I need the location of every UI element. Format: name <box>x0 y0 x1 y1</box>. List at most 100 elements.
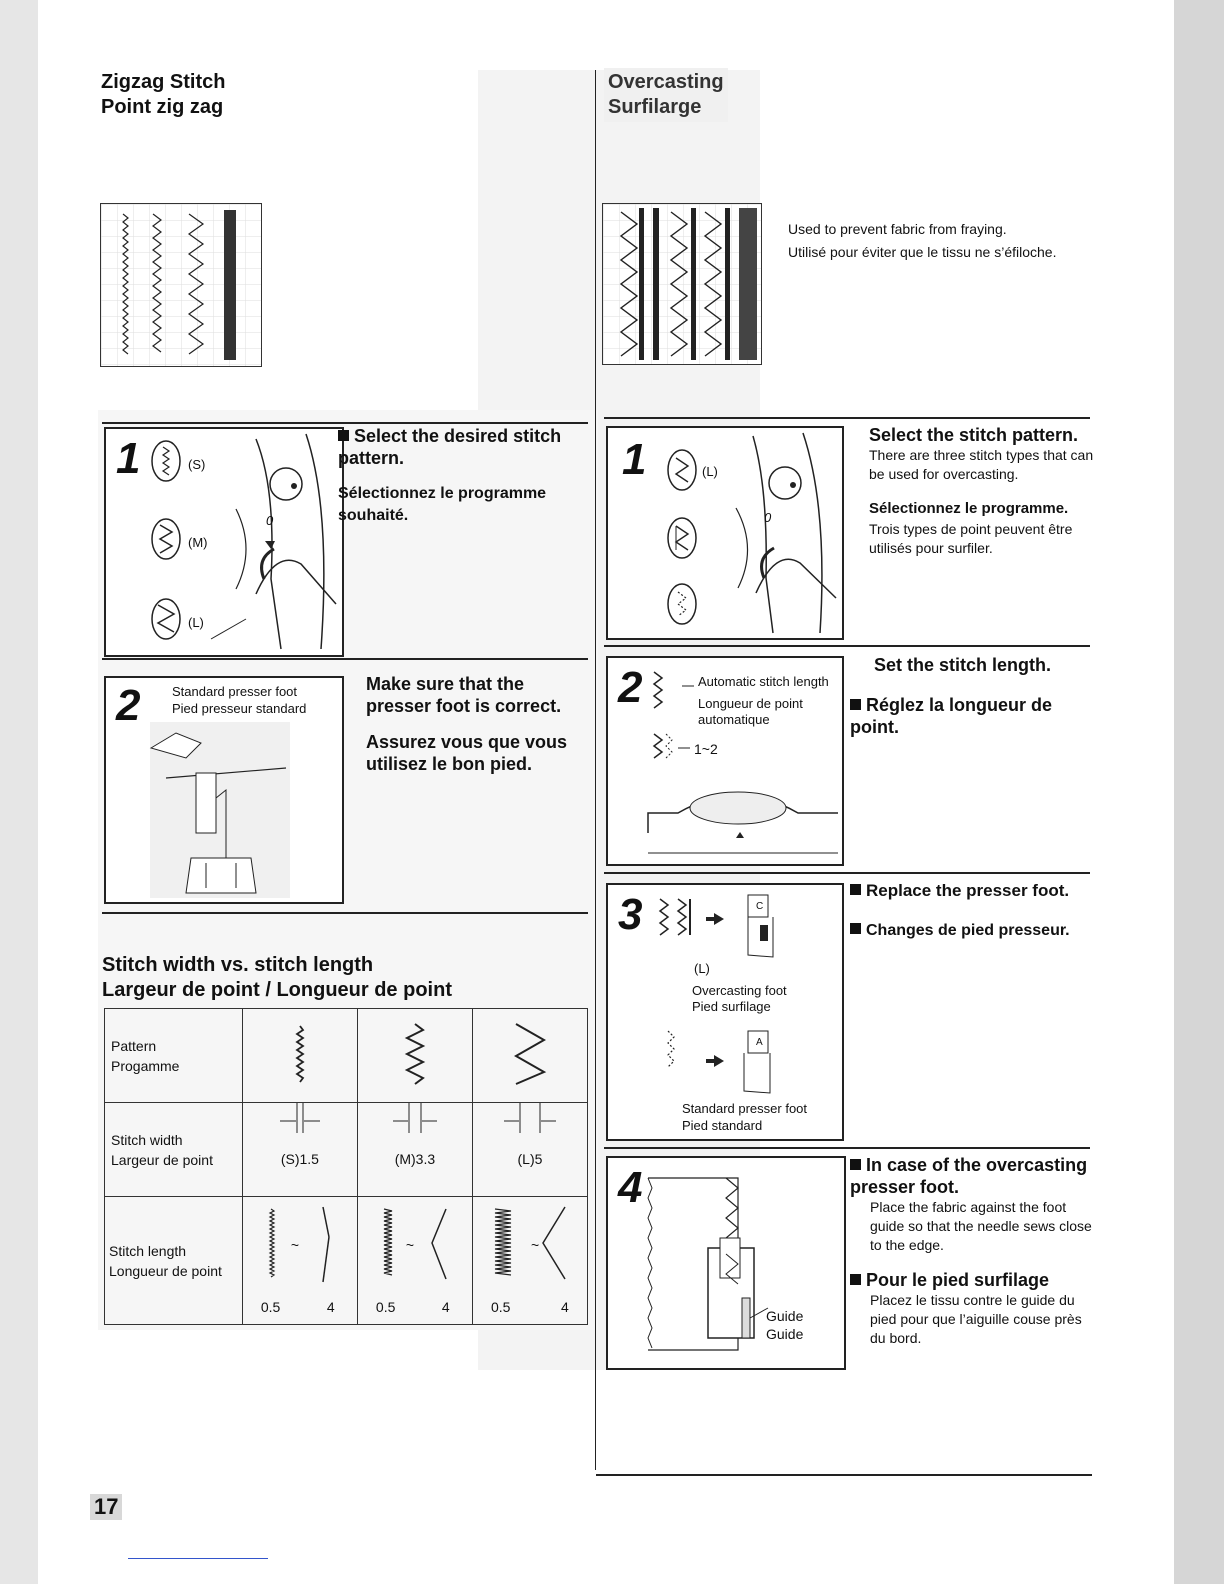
length-max: 4 <box>326 1299 335 1315</box>
bullet-icon <box>850 884 861 895</box>
row-header: Stitch length Longueur de point <box>104 1196 243 1325</box>
step2-text: Make sure that the presser foot is corre… <box>366 673 591 775</box>
overcast-step2-illustration: 2 Automatic stitch length Longueur de po… <box>606 656 844 866</box>
column-divider <box>595 70 596 1470</box>
stitch-dial-illustration <box>667 432 837 634</box>
fabric-guide-illustration <box>647 1177 769 1351</box>
heading-en: Make sure that the presser foot is corre… <box>366 674 562 716</box>
dial-zero: 0 <box>266 513 274 528</box>
foot-letter: C <box>756 901 764 912</box>
table-row: Stitch width Largeur de point (S)1.5 (M)… <box>104 1102 589 1197</box>
pattern-cell <box>356 1008 473 1103</box>
pattern-cell <box>241 1008 358 1103</box>
length-cell: ~ 0.5 4 <box>356 1196 473 1325</box>
length-min: 0.5 <box>375 1299 396 1315</box>
row-label-fr: Longueur de point <box>109 1262 222 1279</box>
step1-text: Select the desired stitch pattern. Sélec… <box>338 425 590 527</box>
length-range-icon <box>383 1208 447 1280</box>
overcast-step3-illustration: 3 C A (L) Overcasting foot Pied surfilag… <box>606 883 844 1141</box>
width-value: (L)5 <box>517 1151 543 1167</box>
row-header: Pattern Progamme <box>104 1008 243 1103</box>
guide-label-en: Guide <box>766 1308 804 1324</box>
width-arrows-icon <box>279 1103 320 1133</box>
bullet-icon <box>850 1159 861 1170</box>
heading-fr: Changes de pied presseur. <box>866 922 1070 939</box>
width-arrows-icon <box>392 1103 437 1133</box>
heading-en: In case of the overcasting presser foot. <box>850 1155 1088 1197</box>
step-number: 2 <box>618 663 643 712</box>
text-fr: Trois types de point peuvent être utilis… <box>869 521 1073 556</box>
foot1-label-fr: Pied surfilage <box>692 999 771 1014</box>
bullet-icon <box>850 923 861 934</box>
text-en: Place the fabric against the foot guide … <box>870 1199 1092 1253</box>
auto-label-en: Automatic stitch length <box>698 674 829 689</box>
table-row: Pattern Progamme <box>104 1008 589 1103</box>
heading-fr: Pour le pied surfilage <box>866 1270 1050 1290</box>
width-value: (M)3.3 <box>394 1151 436 1167</box>
label-s: (S) <box>188 457 206 472</box>
overcast-step1-text: Select the stitch pattern. There are thr… <box>869 424 1097 558</box>
step-rule <box>604 872 1090 874</box>
page-number: 17 <box>90 1494 123 1520</box>
text-en: There are three stitch types that can be… <box>869 447 1094 482</box>
heading-fr: Réglez la longueur de point. <box>850 695 1053 737</box>
overcast-step2-text: Set the stitch length. Réglez la longueu… <box>850 654 1100 738</box>
row-label-en: Pattern <box>111 1037 157 1054</box>
label-l: (L) <box>694 961 710 976</box>
table-row: Stitch length Longueur de point ~ 0.5 4 … <box>104 1196 589 1325</box>
foot-label-en: Standard presser foot <box>172 684 298 699</box>
step-rule <box>604 645 1090 647</box>
heading-en: Replace the presser foot. <box>866 881 1070 900</box>
title-en: Overcasting <box>608 71 724 93</box>
manual-page: Zigzag Stitch Point zig zag 1 <box>38 0 1174 1584</box>
range-label: 1~2 <box>694 741 718 757</box>
row-label-fr: Progamme <box>111 1057 180 1074</box>
zigzag-title: Zigzag Stitch Point zig zag <box>101 70 225 120</box>
zigzag-large-icon <box>513 1023 547 1085</box>
bottom-rule <box>596 1474 1092 1476</box>
heading-en: Select the stitch pattern. <box>869 425 1079 445</box>
stitch-length-dial-illustration <box>647 671 838 854</box>
label-l: (L) <box>188 615 204 630</box>
length-range-icon <box>268 1206 330 1283</box>
stitch-dial-illustration <box>151 433 337 650</box>
foot2-label-fr: Pied standard <box>682 1118 763 1133</box>
step-rule <box>102 912 588 914</box>
foot-letter: A <box>756 1037 763 1048</box>
overcasting-sample-swatch <box>602 203 762 365</box>
table-title-fr: Largeur de point / Longueur de point <box>102 979 452 1001</box>
guide-label-fr: Guide <box>766 1326 804 1342</box>
step-number: 3 <box>618 890 643 939</box>
table-title: Stitch width vs. stitch length Largeur d… <box>102 953 452 1003</box>
title-en: Zigzag Stitch <box>101 71 226 93</box>
overcasting-samples-illustration <box>603 204 761 364</box>
foot1-label-en: Overcasting foot <box>692 983 787 998</box>
width-arrows-icon <box>503 1103 556 1133</box>
bullet-icon <box>850 1274 861 1285</box>
step-rule <box>604 417 1090 419</box>
bullet-icon <box>850 699 861 710</box>
label-l: (L) <box>702 464 718 479</box>
heading-fr: Sélectionnez le programme. <box>869 500 1069 517</box>
overcasting-title: Overcasting Surfilarge <box>604 68 728 122</box>
title-fr: Point zig zag <box>101 96 224 118</box>
step-number: 4 <box>618 1163 643 1212</box>
tilde: ~ <box>290 1237 300 1253</box>
dial-zero: 0 <box>764 510 772 525</box>
width-cell: (S)1.5 <box>241 1102 358 1197</box>
foot-label-fr: Pied presseur standard <box>172 701 307 716</box>
table-title-en: Stitch width vs. stitch length <box>102 954 374 976</box>
heading-en: Select the desired stitch pattern. <box>338 426 562 468</box>
overcast-step4-text: In case of the overcasting presser foot.… <box>850 1154 1100 1348</box>
step2-illustration: 2 Standard presser foot Pied presseur st… <box>104 676 344 904</box>
width-value: (S)1.5 <box>280 1151 319 1167</box>
length-cell: ~ 0.5 4 <box>241 1196 358 1325</box>
link-underline <box>128 1558 268 1559</box>
length-max: 4 <box>560 1299 569 1315</box>
overcasting-intro: Used to prevent fabric from fraying. Uti… <box>788 220 1118 262</box>
tilde: ~ <box>405 1237 415 1253</box>
length-min: 0.5 <box>490 1299 511 1315</box>
row-label-en: Stitch width <box>111 1131 183 1148</box>
length-min: 0.5 <box>260 1299 281 1315</box>
overcast-step3-text: Replace the presser foot. Changes de pie… <box>850 880 1100 942</box>
